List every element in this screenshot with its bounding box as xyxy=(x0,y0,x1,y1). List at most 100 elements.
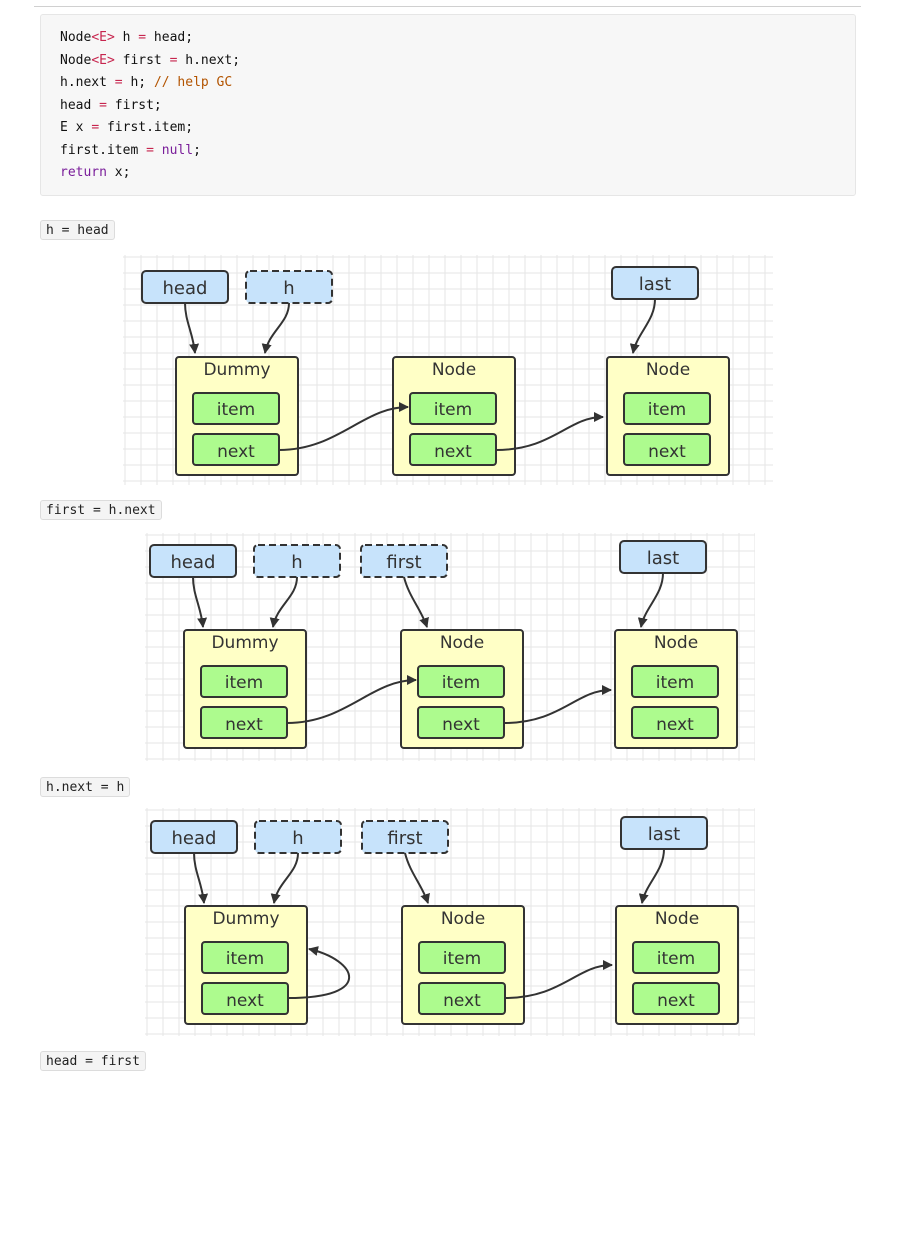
next-field xyxy=(631,706,719,739)
last-arrow xyxy=(637,572,664,628)
item-field xyxy=(417,665,505,698)
pointer-box xyxy=(245,270,333,304)
pointer-label: h xyxy=(283,278,294,299)
pointer-box xyxy=(361,820,449,854)
item-field xyxy=(632,941,720,974)
code-line: return x; xyxy=(60,162,130,184)
code-token: = xyxy=(91,120,100,135)
pointer-label: h xyxy=(291,552,302,573)
code-token: h.next; xyxy=(177,52,241,68)
pointer-label: h xyxy=(292,828,303,849)
next-arrow xyxy=(503,685,612,724)
pointer-first: first xyxy=(361,820,449,854)
pointer-box xyxy=(254,820,342,854)
last-arrow xyxy=(629,298,656,354)
item-label: item xyxy=(657,949,695,969)
next-label: next xyxy=(648,442,686,462)
node-title: Dummy xyxy=(212,909,279,929)
pointer-h: h xyxy=(245,270,333,304)
step-label-4: head = first xyxy=(40,1051,146,1071)
code-line: Node<E> first = h.next; xyxy=(60,50,240,72)
code-token: = xyxy=(99,97,107,113)
head-arrow xyxy=(192,576,208,628)
item-field xyxy=(409,392,497,425)
next-field xyxy=(632,982,720,1015)
pointer-head: head xyxy=(150,820,238,854)
item-label: item xyxy=(443,949,481,969)
pointer-label: first xyxy=(386,552,421,573)
first-arrow xyxy=(403,576,429,628)
node-title: Node xyxy=(441,909,485,929)
node-title: Node xyxy=(440,633,484,653)
next-arrow xyxy=(495,412,604,451)
head-arrow xyxy=(193,852,209,904)
first-arrow xyxy=(404,852,430,904)
code-token: Node xyxy=(60,30,92,45)
code-token: x; xyxy=(106,165,131,180)
code-token: E x xyxy=(60,120,92,135)
pointer-last: last xyxy=(620,816,708,850)
item-field xyxy=(623,392,711,425)
head-arrow xyxy=(184,302,200,354)
code-token xyxy=(154,143,162,158)
node-title: Node xyxy=(654,633,698,653)
h-arrow xyxy=(269,576,298,628)
code-block: Node<E> h = head;Node<E> first = h.next;… xyxy=(40,14,856,196)
code-token: h.next xyxy=(60,75,115,90)
code-token: first xyxy=(114,52,170,68)
next-label: next xyxy=(434,442,472,462)
next-label: next xyxy=(217,442,255,462)
next-label: next xyxy=(225,715,263,735)
pointer-label: last xyxy=(639,274,671,295)
next-label: next xyxy=(226,991,264,1011)
pointer-label: head xyxy=(172,828,217,849)
next-label: next xyxy=(442,715,480,735)
pointer-first: first xyxy=(360,544,448,578)
self-next-arrow xyxy=(287,946,351,999)
item-field xyxy=(201,941,289,974)
next-label: next xyxy=(656,715,694,735)
code-line: first.item = null; xyxy=(60,140,201,162)
pointer-h: h xyxy=(254,820,342,854)
diagram-step-3: DummyitemnextNodeitemnextNodeitemnexthea… xyxy=(145,808,755,1036)
item-field xyxy=(192,392,280,425)
code-token: first.item; xyxy=(99,120,194,135)
item-field xyxy=(418,941,506,974)
node-title: Node xyxy=(646,360,690,380)
h-arrow xyxy=(261,302,290,354)
code-token: <E> xyxy=(91,30,115,45)
pointer-label: last xyxy=(648,824,680,845)
pointer-head: head xyxy=(149,544,237,578)
code-token: // help GC xyxy=(153,75,233,90)
next-arrow xyxy=(286,675,417,724)
step-label-3: h.next = h xyxy=(40,777,131,797)
code-token: = xyxy=(138,30,147,45)
code-token: first; xyxy=(106,97,162,113)
code-token: return xyxy=(60,165,107,180)
pointer-head: head xyxy=(141,270,229,304)
code-token: first.item xyxy=(60,142,147,158)
next-arrow xyxy=(278,402,409,451)
top-divider xyxy=(34,6,861,7)
next-label: next xyxy=(657,991,695,1011)
code-line: E x = first.item; xyxy=(60,117,193,139)
pointer-last: last xyxy=(611,266,699,300)
last-arrow xyxy=(638,848,665,904)
pointer-label: head xyxy=(171,552,216,573)
step-label-2: first = h.next xyxy=(40,500,162,520)
code-token: <E> xyxy=(91,52,115,68)
code-token: = xyxy=(146,142,154,158)
pointer-h: h xyxy=(253,544,341,578)
pointer-label: head xyxy=(163,278,208,299)
item-field xyxy=(631,665,719,698)
